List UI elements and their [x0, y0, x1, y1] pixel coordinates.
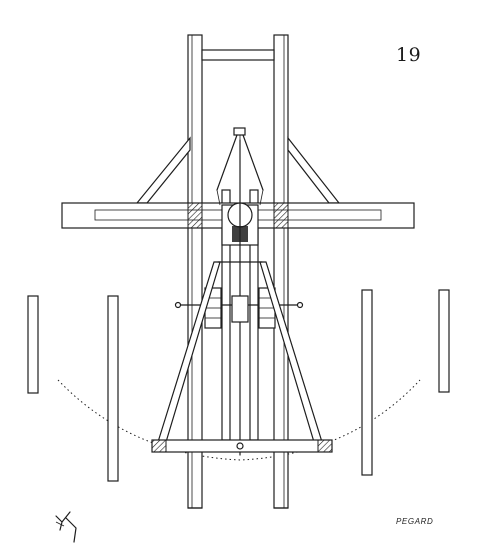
longitudinal-frame	[187, 34, 289, 509]
side-posts	[27, 289, 450, 482]
diagonal-struts	[135, 136, 341, 204]
rear-crossbeam	[151, 439, 333, 453]
figure-number: 19	[396, 44, 422, 66]
swing-arc	[57, 379, 421, 461]
sling-ropes	[216, 127, 264, 206]
engraver-signature: PEGARD	[396, 517, 434, 526]
monogram-mark	[55, 511, 77, 543]
